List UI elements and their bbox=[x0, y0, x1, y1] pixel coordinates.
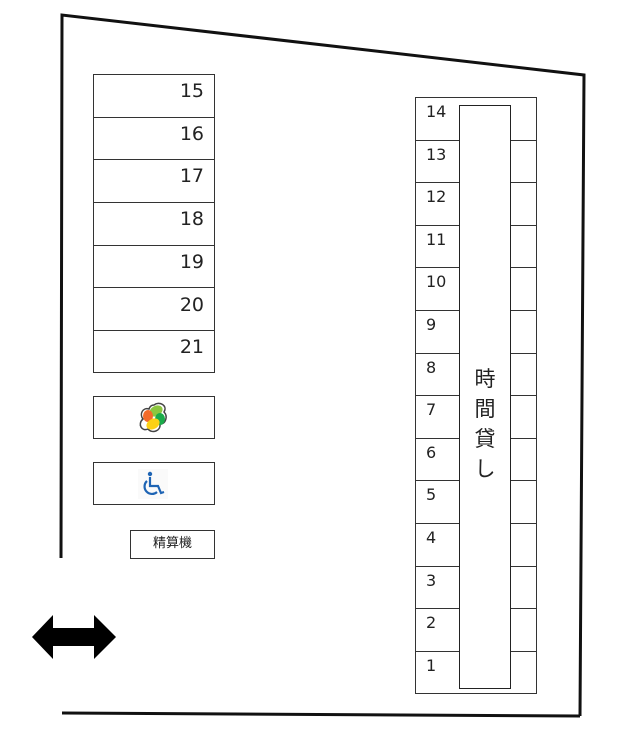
slot-number: 6 bbox=[426, 442, 437, 462]
slot-number: 18 bbox=[179, 208, 204, 231]
slot-number: 12 bbox=[426, 187, 447, 207]
slot-number: 14 bbox=[426, 102, 447, 121]
parking-slot[interactable]: 18 bbox=[94, 203, 214, 246]
slot-number: 17 bbox=[179, 165, 204, 188]
slot-number: 4 bbox=[426, 528, 437, 547]
left-parking-column: 15 16 17 18 19 20 21 bbox=[93, 74, 215, 373]
slot-number: 13 bbox=[426, 144, 447, 164]
parking-slot[interactable]: 17 bbox=[94, 160, 214, 204]
parking-slot[interactable]: 15 bbox=[94, 75, 214, 118]
parking-slot[interactable]: 19 bbox=[94, 246, 214, 289]
parking-slot[interactable]: 16 bbox=[94, 118, 214, 161]
slot-number: 10 bbox=[426, 272, 447, 292]
clover-logo-icon bbox=[139, 402, 167, 433]
slot-number: 9 bbox=[426, 315, 437, 334]
slot-number: 16 bbox=[179, 122, 204, 145]
slot-number: 21 bbox=[179, 336, 204, 359]
accessible-parking-space[interactable] bbox=[93, 462, 215, 505]
special-parking-space[interactable] bbox=[93, 396, 215, 439]
slot-number: 19 bbox=[179, 250, 204, 273]
parking-slot[interactable]: 1 bbox=[416, 652, 536, 695]
slot-number: 1 bbox=[426, 655, 437, 675]
slot-number: 20 bbox=[179, 293, 204, 316]
double-arrow-icon bbox=[32, 615, 116, 659]
slot-number: 3 bbox=[426, 570, 437, 590]
parking-slot[interactable]: 20 bbox=[94, 289, 214, 332]
hourly-parking-zone: 時 間 貸 し bbox=[459, 105, 511, 689]
slot-number: 5 bbox=[426, 485, 437, 505]
slot-number: 15 bbox=[179, 80, 204, 102]
slot-number: 2 bbox=[426, 613, 437, 633]
slot-number: 8 bbox=[426, 357, 437, 377]
slot-number: 11 bbox=[426, 229, 447, 249]
wheelchair-icon bbox=[138, 469, 168, 499]
parking-slot[interactable]: 21 bbox=[94, 331, 214, 374]
hourly-parking-label: 時 間 貸 し bbox=[474, 367, 496, 481]
slot-number: 7 bbox=[426, 400, 437, 420]
payment-machine: 精算機 bbox=[130, 530, 215, 559]
